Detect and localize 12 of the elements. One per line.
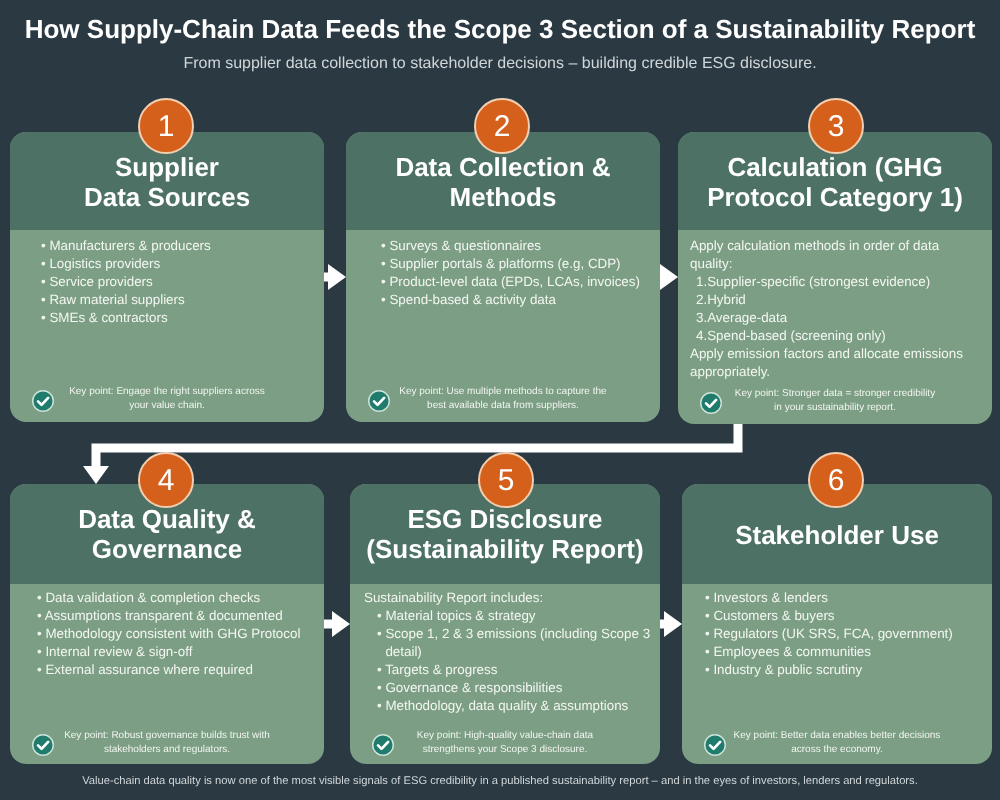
step-number: 3	[808, 98, 864, 154]
step-card	[10, 132, 324, 422]
subtitle: From supplier data collection to stakeholder decisions – building credible ESG disclosure.	[181, 54, 819, 74]
arrow	[660, 611, 682, 637]
arrow	[324, 611, 350, 637]
step-card	[346, 132, 660, 422]
arrow	[660, 264, 678, 290]
title: How Supply-Chain Data Feeds the Scope 3 Section of a Sustainability Report	[22, 14, 978, 46]
arrow	[324, 264, 346, 290]
step-number: 2	[474, 98, 530, 154]
step-number: 1	[138, 98, 194, 154]
arrow	[83, 424, 743, 484]
